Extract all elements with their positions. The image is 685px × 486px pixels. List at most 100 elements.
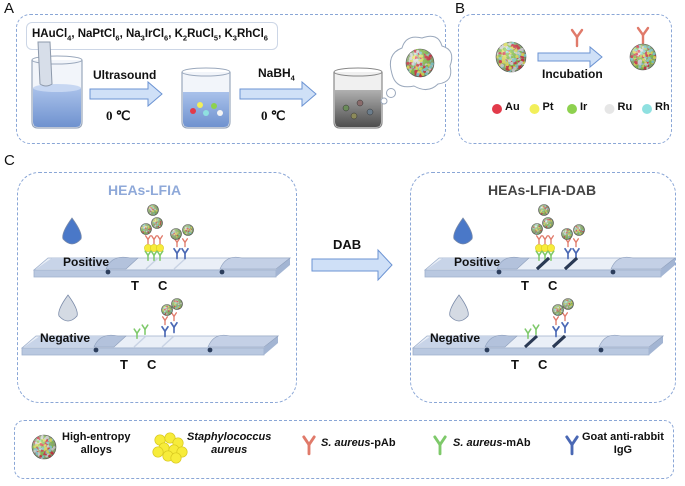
arrow-incubation <box>537 45 603 69</box>
goat-igg-on-c-line <box>564 247 572 260</box>
legend-staph-icon <box>152 432 188 464</box>
hea-on-t-line <box>542 217 554 229</box>
mab-on-t-line <box>133 328 141 339</box>
pab-on-c-line <box>564 238 572 248</box>
c-line-dab <box>563 256 579 271</box>
element-dot-ir <box>567 104 577 114</box>
hea-on-c-line <box>561 228 573 240</box>
legend-mab-icon <box>433 435 447 456</box>
mab-on-t-line <box>150 250 158 261</box>
pab-on-c-line <box>561 312 569 322</box>
antibody-bound <box>636 26 650 45</box>
pab-on-c-line <box>161 316 169 326</box>
panel-label-b: B <box>455 0 466 17</box>
pab-on-c-line <box>181 238 189 248</box>
pab-on-c-line <box>170 312 178 322</box>
right-neg-t: T <box>511 357 519 372</box>
hea-on-c-line <box>161 304 173 316</box>
mab-on-t-line <box>547 250 555 261</box>
t-line-dab <box>535 256 551 271</box>
goat-igg-on-c-line <box>181 247 189 260</box>
element-dot-pt <box>529 104 540 114</box>
hea-on-c-line <box>171 298 183 310</box>
pab-on-t-line <box>144 235 152 245</box>
step1-temp: 0 ℃ <box>106 108 131 123</box>
mab-on-t-line <box>156 250 164 261</box>
panel-b-frame <box>458 14 672 144</box>
goat-igg-on-c-line <box>170 321 178 334</box>
goat-igg-on-c-line <box>561 321 569 334</box>
sample-drop-right-negative <box>449 294 469 322</box>
left-neg-c: C <box>147 357 157 372</box>
mab-on-t-line <box>144 250 152 261</box>
right-negative-label: Negative <box>430 331 481 345</box>
antibody-free <box>570 28 584 48</box>
legend-frame <box>14 420 674 479</box>
legend-mab-label: S. aureus-mAb <box>453 437 531 449</box>
hea-particle-bubble <box>405 48 435 78</box>
element-dot-ru <box>604 104 615 114</box>
dab-label: DAB <box>333 237 362 252</box>
pab-on-c-line <box>572 238 580 248</box>
element-label-ir: Ir <box>580 101 588 113</box>
beaker-1 <box>31 41 83 129</box>
left-title: HEAs-LFIA <box>108 182 182 198</box>
arrow-ultrasound <box>89 80 163 108</box>
right-title: HEAs-LFIA-DAB <box>488 182 597 198</box>
hea-particle-b2 <box>629 43 657 71</box>
mab-on-t-line <box>541 250 549 261</box>
strip-left-negative <box>20 334 280 356</box>
element-dot-rh <box>642 104 652 114</box>
panel-c-left-frame <box>17 172 297 403</box>
pab-on-c-line <box>173 238 181 248</box>
mab-on-t-line <box>524 328 532 339</box>
goat-igg-on-c-line <box>552 325 560 338</box>
mab-on-t-line <box>141 324 149 335</box>
hea-on-t-line <box>140 223 152 235</box>
strip-right-positive <box>423 256 677 278</box>
c-line-dab <box>551 334 567 349</box>
step1-label: Ultrasound <box>93 68 157 82</box>
precursor-frame <box>26 22 278 50</box>
hea-on-c-line <box>182 224 194 236</box>
panel-label-c: C <box>4 152 15 169</box>
hea-on-c-line <box>562 298 574 310</box>
left-positive-label: Positive <box>63 255 110 269</box>
left-neg-t: T <box>120 357 128 372</box>
right-neg-c: C <box>538 357 548 372</box>
legend-goat-igg-icon <box>565 435 579 456</box>
legend-pab-icon <box>302 435 316 456</box>
strip-right-negative <box>411 334 665 356</box>
arrow-dab <box>311 248 393 282</box>
staph-on-t-line <box>547 244 555 252</box>
hea-on-c-line <box>170 228 182 240</box>
sample-drop-right-positive <box>453 217 473 245</box>
pab-on-c-line <box>552 316 560 326</box>
pab-on-t-line <box>156 235 164 245</box>
panel-c-right-frame <box>410 172 676 403</box>
right-pos-t: T <box>521 278 529 293</box>
element-label-au: Au <box>505 101 520 113</box>
mab-on-t-line <box>532 324 540 335</box>
arrow-nabh4 <box>239 80 317 108</box>
element-label-pt: Pt <box>542 101 554 113</box>
goat-igg-on-c-line <box>173 247 181 260</box>
legend-pab-label: S. aureus-pAb <box>321 437 396 449</box>
pab-on-t-line <box>541 235 549 245</box>
incubation-label: Incubation <box>542 67 603 81</box>
hea-on-t-line <box>538 204 550 216</box>
element-dot-au <box>492 104 502 114</box>
staph-on-t-line <box>156 244 164 252</box>
left-pos-c: C <box>158 278 168 293</box>
sample-drop-left-negative <box>58 294 78 322</box>
element-label-ru: Ru <box>617 101 633 113</box>
precursor-list: HAuCl4, NaPtCl6, Na3IrCl6, K2RuCl5, K3Rh… <box>32 28 268 43</box>
hea-on-c-line <box>552 304 564 316</box>
pab-on-t-line <box>150 235 158 245</box>
pab-on-t-line <box>535 235 543 245</box>
pab-on-t-line <box>547 235 555 245</box>
beaker-2 <box>181 67 231 129</box>
